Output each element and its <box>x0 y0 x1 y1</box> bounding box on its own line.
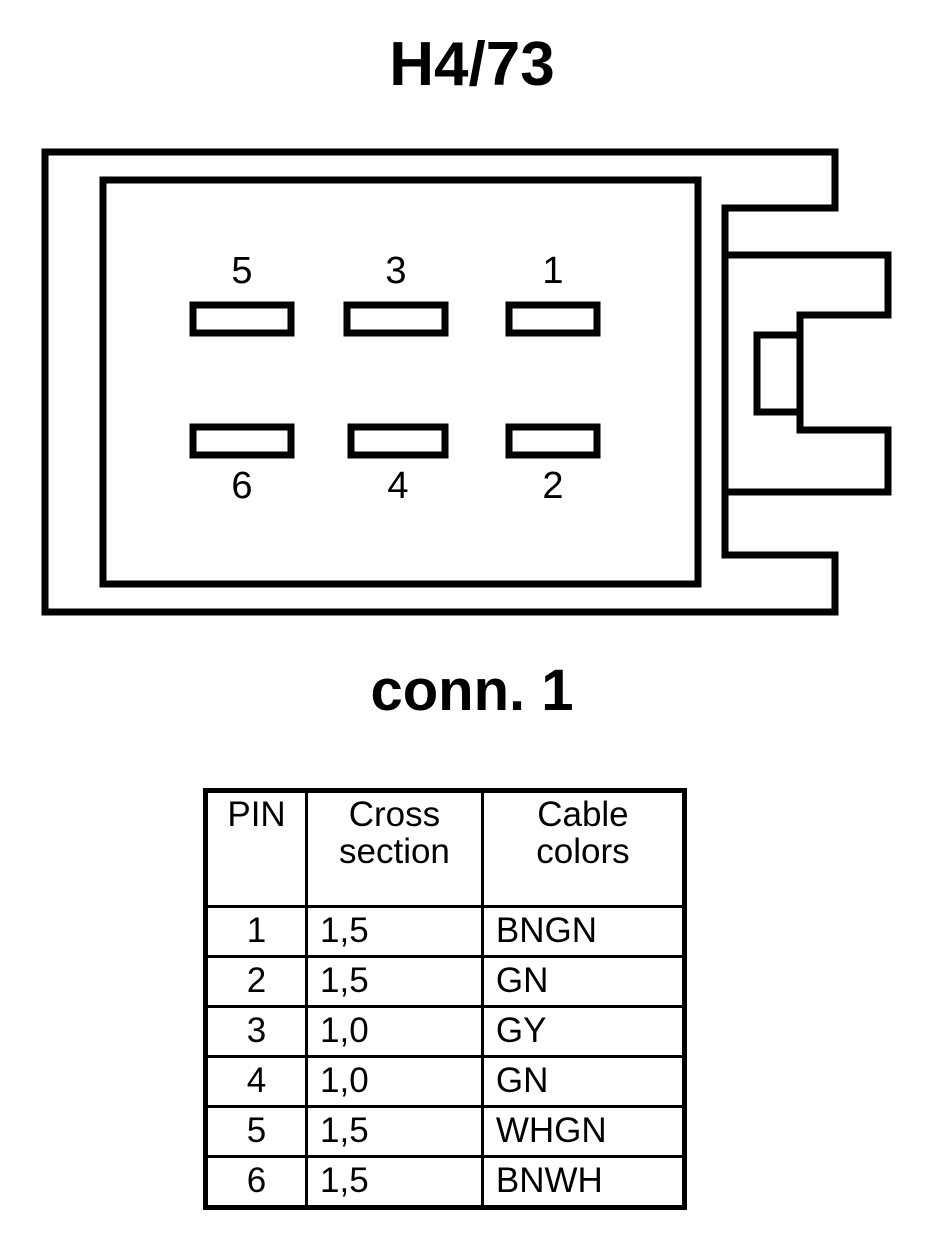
cell-cable-colors: WHGN <box>480 1105 687 1158</box>
column-header-colors-line1: Cable <box>537 795 629 834</box>
connector-caption: conn. 1 <box>370 658 574 723</box>
pin-slot-2 <box>505 423 601 459</box>
table-row: 3 1,0 GY <box>203 1005 687 1058</box>
pin-label-2: 2 <box>542 465 564 507</box>
pin-slot-4 <box>347 423 449 459</box>
cell-cable-colors: BNWH <box>480 1155 687 1209</box>
column-header-colors-line2: colors <box>536 831 630 871</box>
pin-slot-6 <box>189 423 295 459</box>
column-header-cross-section: Cross section <box>305 789 484 908</box>
table-row: 6 1,5 BNWH <box>203 1155 687 1209</box>
pin-label-1: 1 <box>542 250 564 292</box>
pin-label-6: 6 <box>231 465 253 507</box>
cell-cross-section: 1,5 <box>305 1155 484 1209</box>
column-header-cable-colors: Cable colors <box>480 789 687 908</box>
cell-cable-colors: GN <box>480 955 687 1008</box>
cell-pin: 6 <box>203 1155 309 1209</box>
table-row: 2 1,5 GN <box>203 955 687 1008</box>
cell-pin: 1 <box>203 905 309 958</box>
cell-pin: 4 <box>203 1055 309 1108</box>
column-header-cross-line1: Cross <box>348 795 441 834</box>
connector-drawing <box>41 148 892 616</box>
table-body: 1 1,5 BNGN 2 1,5 GN 3 1,0 GY 4 1,0 G <box>203 905 687 1209</box>
pin-label-4: 4 <box>387 465 409 507</box>
cell-cross-section: 1,0 <box>305 1005 484 1058</box>
cell-pin: 2 <box>203 955 309 1008</box>
connector-inner-housing <box>99 176 702 588</box>
cell-cross-section: 1,0 <box>305 1055 484 1108</box>
cell-pin: 5 <box>203 1105 309 1158</box>
pin-assignment-table-wrapper: PIN Cross section Cable colors 1 1,5 BNG… <box>203 788 687 1210</box>
table-row: 4 1,0 GN <box>203 1055 687 1108</box>
page-title: H4/73 <box>389 30 555 99</box>
cell-cable-colors: BNGN <box>480 905 687 958</box>
cell-pin: 3 <box>203 1005 309 1058</box>
pin-slot-1 <box>505 301 601 337</box>
column-header-cross-line2: section <box>339 831 450 871</box>
table-row: 1 1,5 BNGN <box>203 905 687 958</box>
pin-label-3: 3 <box>385 250 407 292</box>
cell-cross-section: 1,5 <box>305 955 484 1008</box>
pin-assignment-table: PIN Cross section Cable colors 1 1,5 BNG… <box>203 788 687 1210</box>
connector-latch-bracket <box>721 251 892 496</box>
table-header-row: PIN Cross section Cable colors <box>203 789 687 908</box>
cell-cross-section: 1,5 <box>305 1105 484 1158</box>
column-header-pin: PIN <box>203 789 309 908</box>
connector-latch-nub <box>753 331 804 416</box>
cell-cable-colors: GN <box>480 1055 687 1108</box>
pin-slot-3 <box>343 301 449 337</box>
cell-cable-colors: GY <box>480 1005 687 1058</box>
connector-outer-shell <box>41 148 839 616</box>
connector-diagram: 5 3 1 6 4 2 <box>0 130 944 630</box>
cell-cross-section: 1,5 <box>305 905 484 958</box>
pin-slot-5 <box>189 301 295 337</box>
table-row: 5 1,5 WHGN <box>203 1105 687 1158</box>
pin-label-5: 5 <box>231 250 253 292</box>
